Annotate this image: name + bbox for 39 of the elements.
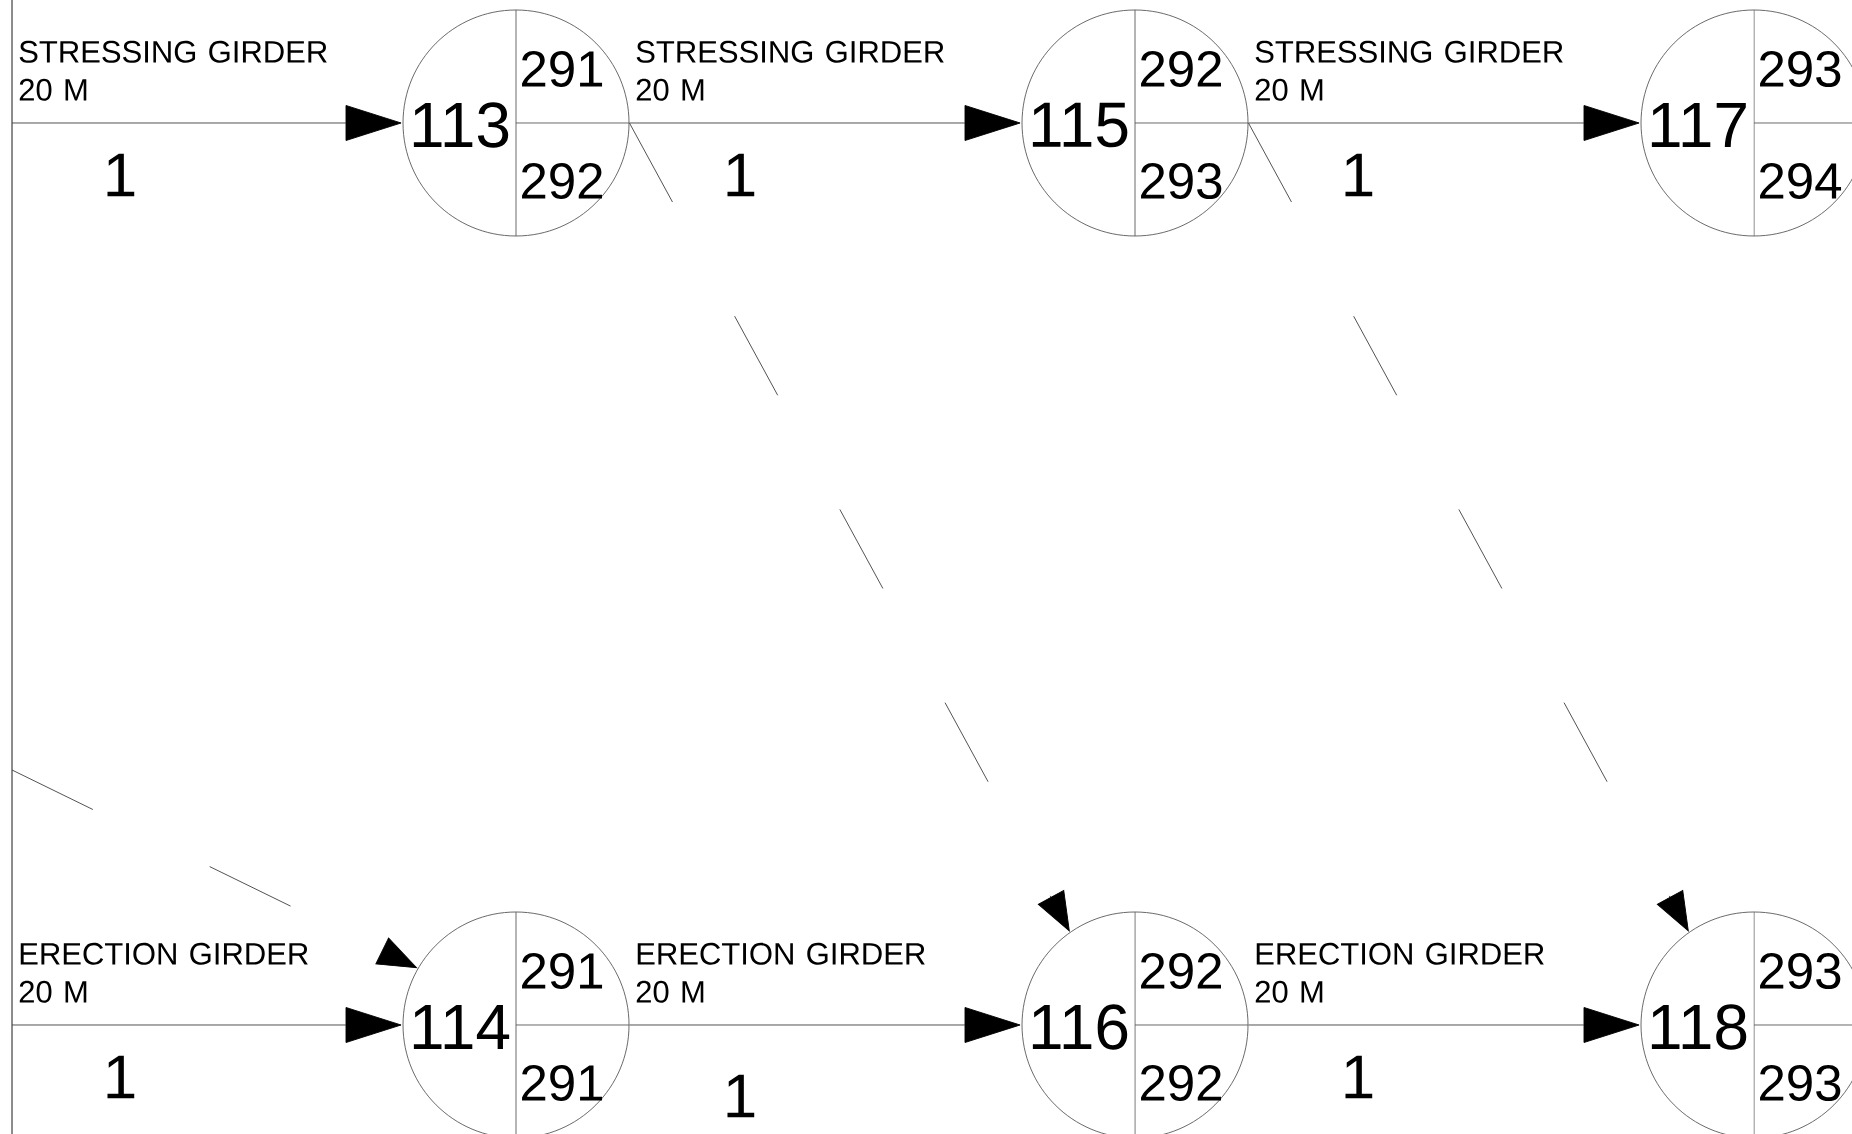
event-number: 116: [1032, 1004, 1128, 1050]
event-number: 113: [413, 102, 509, 148]
duration-label: 1: [107, 153, 135, 197]
arrow: [629, 1007, 1021, 1043]
activity-label: ERECTION GIRDER 20 M: [19, 942, 308, 1003]
time-value: 291: [522, 952, 603, 990]
arrow: [1248, 122, 1689, 932]
activity-label: ERECTION GIRDER 20 M: [1255, 942, 1544, 1003]
activity-label: ERECTION GIRDER 20 M: [636, 942, 925, 1003]
time-value: 292: [522, 162, 602, 200]
time-value: 293: [1760, 1064, 1841, 1102]
arrow: [1248, 1007, 1640, 1043]
time-value: 294: [1760, 162, 1842, 200]
event-number: 117: [1651, 102, 1746, 147]
duration-label: 1: [727, 1074, 755, 1118]
activity-label: STRESSING GIRDER 20 M: [1255, 40, 1563, 101]
arrow: [629, 122, 1070, 932]
time-value: 292: [1141, 1064, 1221, 1102]
activity-label: STRESSING GIRDER 20 M: [636, 40, 944, 101]
duration-label: 1: [1345, 1055, 1373, 1099]
event-number: 115: [1032, 102, 1128, 148]
time-value: 293: [1760, 50, 1841, 88]
arrow: [11, 1007, 402, 1043]
duration-label: 1: [727, 153, 755, 197]
activity-label: STRESSING GIRDER 20 M: [19, 40, 327, 101]
duration-label: 1: [107, 1055, 135, 1099]
time-value: 293: [1141, 162, 1222, 200]
event-number: 118: [1651, 1004, 1747, 1050]
arrow: [1248, 105, 1640, 141]
time-value: 291: [522, 1064, 603, 1102]
duration-label: 1: [1345, 153, 1373, 197]
time-value: 293: [1760, 952, 1841, 990]
event-number: 114: [413, 1005, 510, 1049]
arrow: [11, 105, 402, 141]
time-value: 292: [1141, 50, 1221, 88]
time-value: 291: [522, 50, 603, 88]
time-value: 292: [1141, 952, 1221, 990]
arrow: [629, 105, 1021, 141]
arrow: [11, 769, 418, 969]
